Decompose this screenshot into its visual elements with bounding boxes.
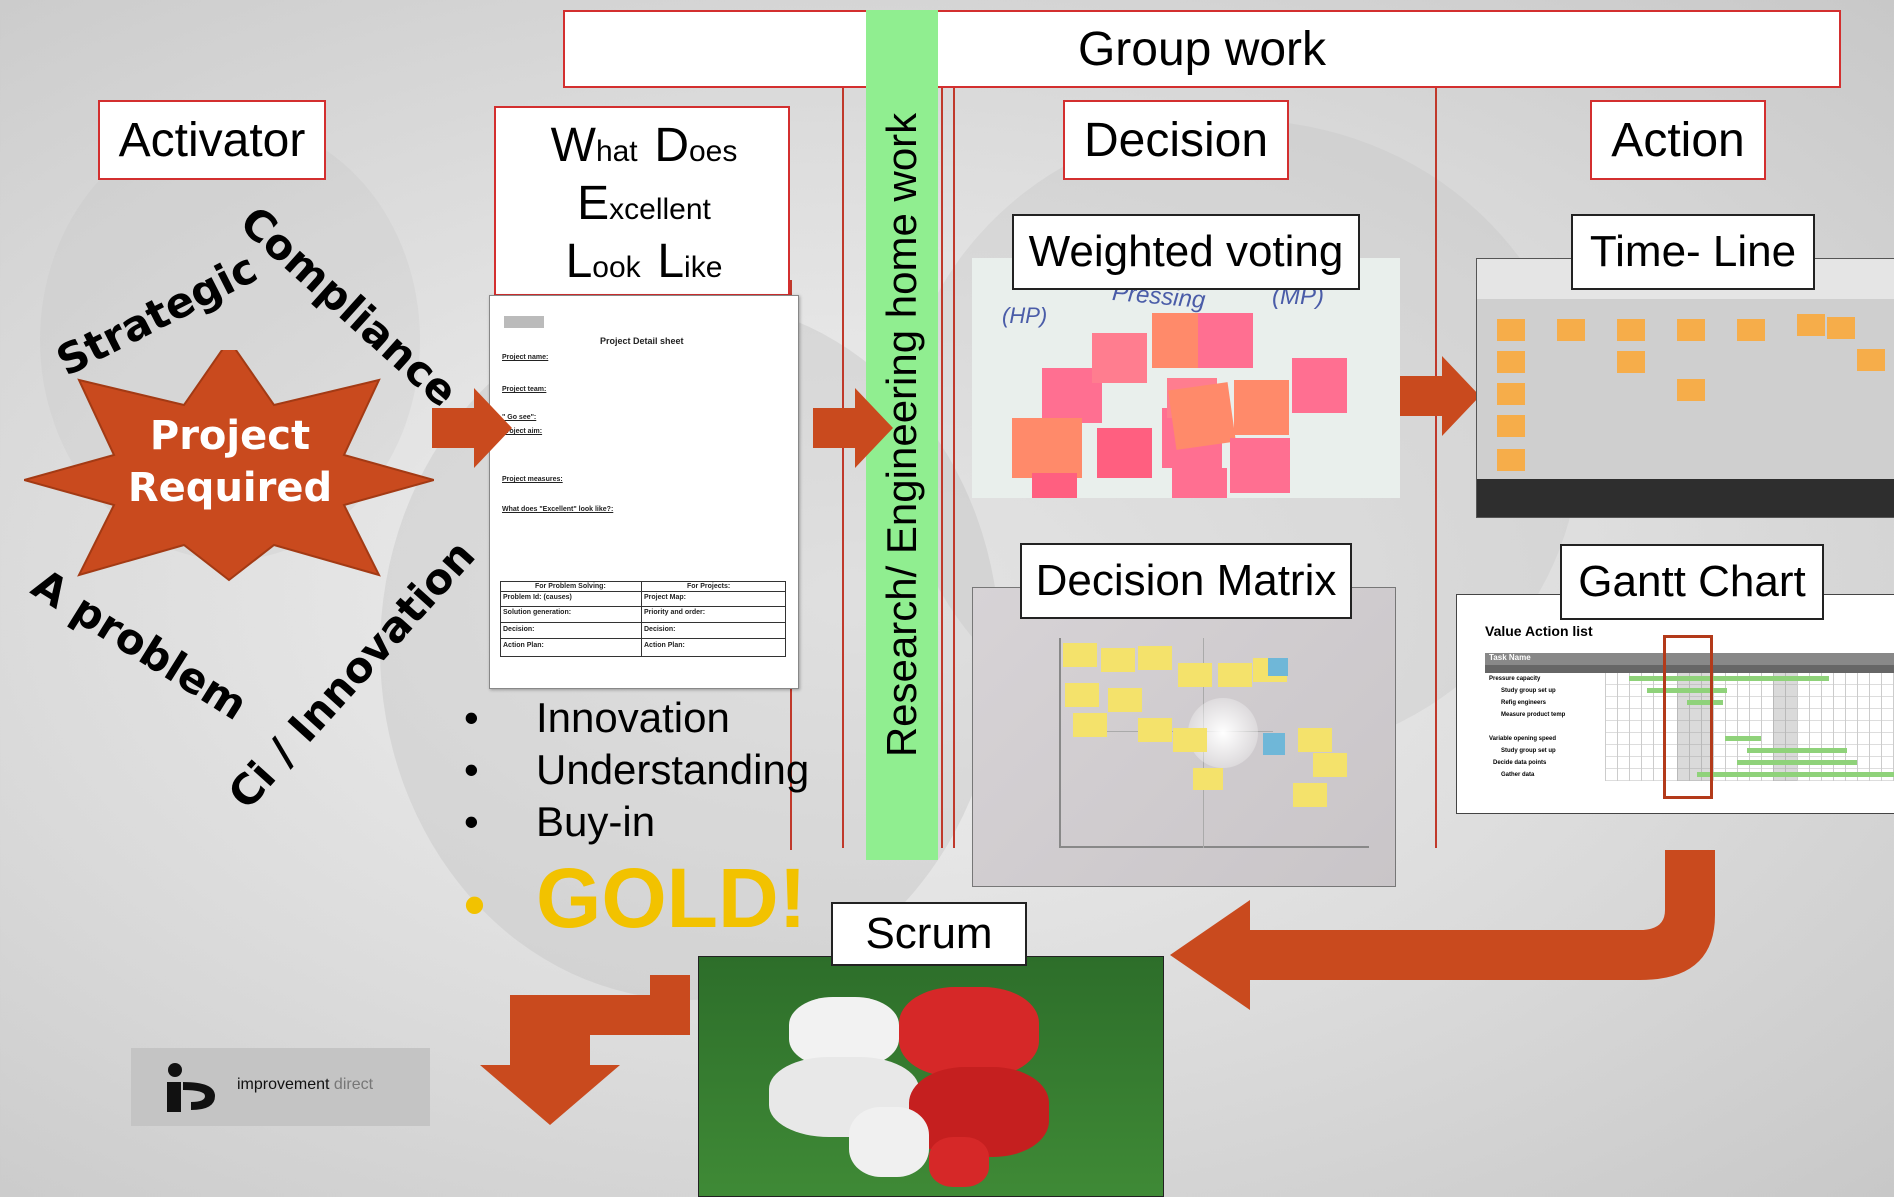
gantt-row-label: Refig engineers (1501, 700, 1547, 706)
gantt-row-label: Pressure capacity (1489, 676, 1541, 682)
doc-field: Project measures: (502, 476, 563, 483)
star-label: Project Required (127, 413, 333, 511)
divider-line (842, 88, 844, 848)
doc-field: What does "Excellent" look like?: (502, 506, 614, 513)
scrum-label: Scrum (831, 902, 1027, 966)
gantt-row-label: Gather data (1501, 772, 1535, 778)
doc-table-cell: Priority and order: (644, 609, 706, 616)
gantt-chart-label: Gantt Chart (1560, 544, 1824, 620)
time-line-photo (1476, 258, 1894, 518)
action-header: Action (1590, 100, 1766, 180)
group-work-header: Group work (563, 10, 1841, 88)
doc-table-cell: Problem Id: (causes) (503, 594, 572, 601)
gantt-row-label: Variable opening speed (1489, 736, 1557, 742)
arrow-right-icon (813, 388, 893, 468)
gantt-task-header: Task Name (1489, 653, 1531, 662)
doc-field: Project name: (502, 354, 549, 361)
gold-label: •GOLD! (464, 851, 807, 945)
doc-field: Project aim: (502, 428, 543, 435)
doc-table-header: For Problem Solving: (535, 583, 606, 590)
logo-text: improvement direct (237, 1076, 374, 1093)
doc-table-cell: Project Map: (644, 594, 687, 601)
project-detail-sheet: Project Detail sheet Project name: Proje… (489, 295, 799, 689)
wdell-line-3: Look Like (565, 235, 723, 288)
arrow-right-icon (1400, 356, 1480, 436)
wdell-box (494, 106, 790, 296)
activator-header: Activator (98, 100, 326, 180)
divider-line (941, 88, 943, 848)
doc-field: Project team: (502, 386, 547, 393)
gantt-row-label (1485, 721, 1605, 733)
improvement-direct-logo: improvement direct (131, 1048, 430, 1126)
divider-line (953, 88, 955, 848)
weighted-voting-photo: (HP) Pressing (MP) (972, 258, 1400, 498)
gantt-row-label: Study group set up (1501, 748, 1556, 754)
list-item: •Innovation (464, 694, 730, 741)
gantt-row-label: Decide data points (1493, 760, 1547, 766)
project-required-star (24, 350, 434, 582)
doc-table-header: For Projects: (687, 583, 731, 590)
arrow-right-icon (432, 388, 512, 468)
time-line-label: Time- Line (1571, 214, 1815, 290)
list-item: •Understanding (464, 746, 810, 793)
board-label-hp: (HP) (1002, 303, 1048, 328)
doc-logo (504, 316, 544, 328)
weighted-voting-label: Weighted voting (1012, 214, 1360, 290)
doc-table: For Problem Solving: For Projects: Probl… (500, 581, 786, 657)
doc-field: " Go see": (502, 414, 537, 421)
gantt-title: Value Action list (1485, 623, 1593, 639)
divider-line (1435, 88, 1437, 848)
scrum-photo (698, 956, 1164, 1197)
doc-table-cell: Action Plan: (503, 642, 544, 649)
wdell-line-1: What Does (550, 119, 738, 172)
doc-table-cell: Solution generation: (503, 609, 572, 616)
gantt-chart-image: Value Action list Task Name Pressure cap… (1456, 594, 1894, 814)
gantt-highlight (1663, 635, 1713, 799)
list-item: •Buy-in (464, 798, 656, 845)
return-arrow-icon (1170, 850, 1715, 1010)
doc-table-cell: Action Plan: (644, 642, 685, 649)
activator-label: Activator (118, 113, 306, 167)
gantt-row-label: Measure product temp (1501, 712, 1566, 718)
wdell-line-2: Excellent (577, 177, 711, 230)
group-work-label: Group work (1077, 22, 1327, 76)
decision-matrix-photo (972, 587, 1396, 887)
doc-title: Project Detail sheet (600, 336, 684, 346)
benefits-list: •Innovation •Understanding •Buy-in (464, 692, 809, 848)
doc-table-cell: Decision: (644, 626, 676, 633)
decision-label: Decision (1083, 113, 1269, 167)
decision-header: Decision (1063, 100, 1289, 180)
gantt-row-label: Study group set up (1501, 688, 1556, 694)
doc-table-cell: Decision: (503, 626, 535, 633)
arrow-down-icon (480, 975, 690, 1125)
logo-icon (167, 1063, 215, 1112)
action-label: Action (1611, 113, 1745, 167)
decision-matrix-label: Decision Matrix (1020, 543, 1352, 619)
